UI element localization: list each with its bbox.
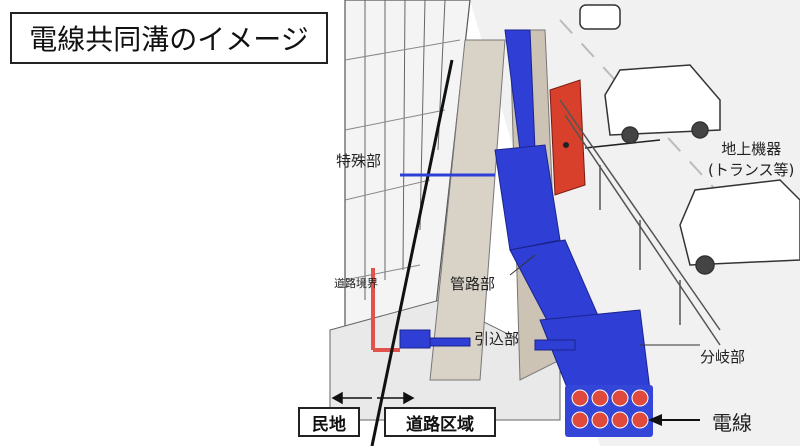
- ground-equipment-label: 地上機器 (トランス等): [708, 138, 794, 180]
- trench-wall: [429, 39, 506, 381]
- private-land-label: 民地: [298, 407, 360, 437]
- ground-equipment-leader: [584, 139, 661, 149]
- guardrail: [559, 99, 721, 346]
- ground-equipment-label-line1: 地上機器: [721, 140, 782, 158]
- cable-arrow-head: [648, 414, 662, 426]
- boundary-pointer-line: [370, 59, 454, 446]
- pipeline-leader: [509, 254, 536, 276]
- special-section-label: 特殊部: [336, 152, 382, 170]
- branch-section-label: 分岐部: [700, 348, 746, 366]
- cable-bundle: [565, 385, 653, 437]
- area-arrows: [331, 391, 415, 405]
- page-title: 電線共同溝のイメージ: [10, 12, 328, 64]
- pipeline-section-label: 管路部: [450, 275, 496, 293]
- cable-label: 電線: [712, 411, 752, 435]
- ground-equipment-label-line2: (トランス等): [708, 161, 795, 179]
- car: [579, 4, 800, 275]
- road-area-label: 道路区域: [384, 407, 496, 437]
- building: [344, 0, 471, 361]
- conduit: [399, 29, 651, 396]
- ground-equipment: [549, 79, 586, 196]
- service-section-label: 引込部: [474, 330, 520, 348]
- boundary-label: 道路境界: [334, 277, 378, 290]
